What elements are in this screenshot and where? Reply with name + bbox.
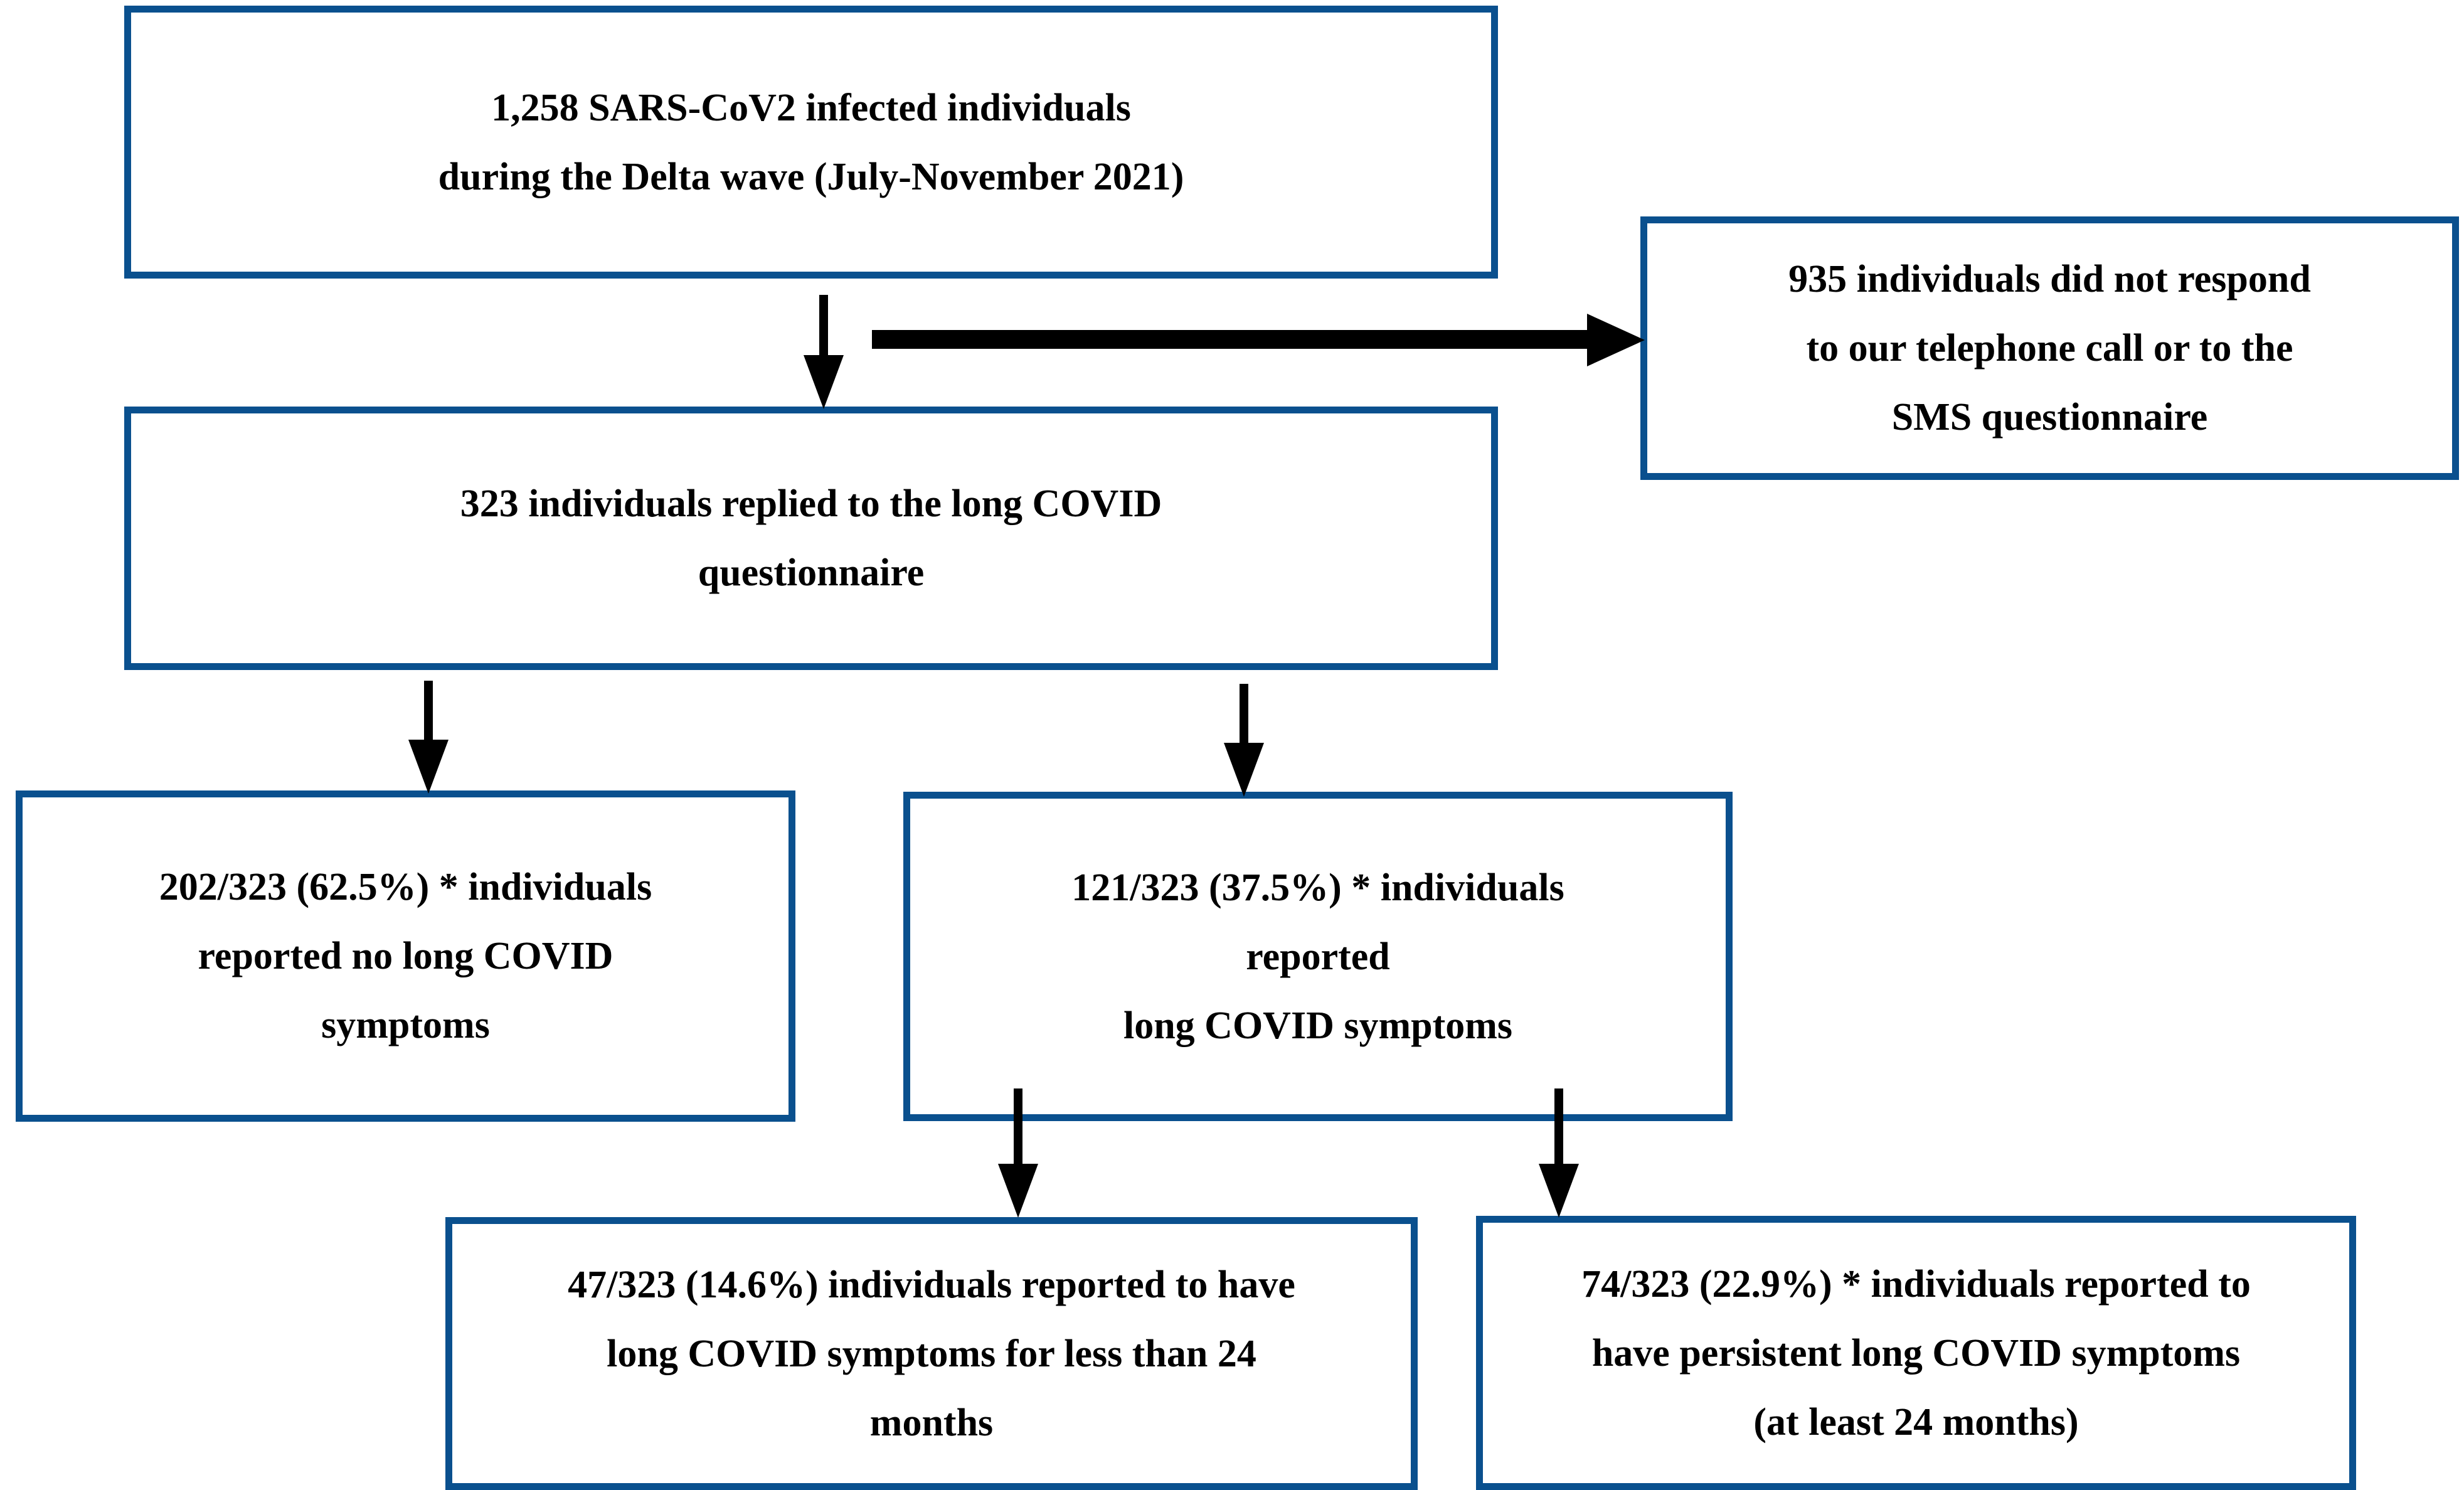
node-cohort: 1,258 SARS-CoV2 infected individuals dur… — [124, 6, 1498, 279]
arrow-head — [1539, 1164, 1579, 1218]
node-responder-line-2: questionnaire — [698, 551, 925, 594]
node-under-24-months-line-2: long COVID symptoms for less than 24 — [607, 1332, 1256, 1375]
node-responder-line-1: 323 individuals replied to the long COVI… — [460, 482, 1162, 525]
node-symptoms-line-3: long COVID symptoms — [1123, 1004, 1513, 1047]
arrow-shaft — [819, 295, 828, 364]
node-responder: 323 individuals replied to the long COVI… — [124, 407, 1498, 670]
arrow-down-icon-cohort-to-responder — [803, 295, 847, 409]
node-symptoms: 121/323 (37.5%) * individuals reported l… — [903, 792, 1733, 1121]
node-no-symptoms-line-3: symptoms — [321, 1004, 490, 1046]
arrow-down-icon-symptoms-to-under-24-months — [997, 1088, 1041, 1220]
arrow-down-icon-responder-to-symptoms — [1223, 684, 1267, 797]
node-persistent-symptoms-line-2: have persistent long COVID symptoms — [1591, 1331, 2241, 1375]
node-nonresponder: 935 individuals did not respond to our t… — [1640, 216, 2459, 480]
arrow-down-icon-symptoms-to-persistent — [1538, 1088, 1582, 1220]
arrow-head — [804, 355, 844, 409]
node-nonresponder-line-2: to our telephone call or to the — [1806, 327, 2293, 370]
node-persistent-symptoms-line-1: 74/323 (22.9%) * individuals reported to — [1581, 1262, 2251, 1306]
node-cohort-line-1: 1,258 SARS-CoV2 infected individuals — [491, 86, 1131, 129]
arrow-right-icon-cohort-to-nonresponder — [872, 314, 1647, 370]
node-under-24-months: 47/323 (14.6%) individuals reported to h… — [445, 1217, 1418, 1490]
node-persistent-symptoms-line-3: (at least 24 months) — [1753, 1400, 2079, 1444]
node-under-24-months-line-3: months — [869, 1401, 994, 1444]
arrow-head — [998, 1164, 1038, 1218]
arrow-shaft — [1554, 1088, 1563, 1174]
node-persistent-symptoms: 74/323 (22.9%) * individuals reported to… — [1476, 1216, 2356, 1490]
node-symptoms-line-1: 121/323 (37.5%) * individuals — [1071, 866, 1564, 909]
node-symptoms-line-2: reported — [1246, 935, 1390, 978]
arrow-shaft — [1240, 684, 1248, 752]
node-nonresponder-line-1: 935 individuals did not respond — [1788, 258, 2311, 301]
arrow-head — [1224, 743, 1264, 797]
node-nonresponder-line-3: SMS questionnaire — [1891, 396, 2208, 439]
node-no-symptoms-line-1: 202/323 (62.5%) * individuals — [159, 866, 652, 908]
arrow-head — [408, 740, 449, 794]
arrow-shaft — [424, 681, 433, 748]
arrow-down-icon-responder-to-no-symptoms — [408, 681, 452, 794]
arrow-head — [1587, 314, 1645, 366]
node-no-symptoms: 202/323 (62.5%) * individuals reported n… — [16, 790, 795, 1122]
node-under-24-months-line-1: 47/323 (14.6%) individuals reported to h… — [568, 1263, 1295, 1306]
arrow-shaft — [1014, 1088, 1022, 1174]
node-no-symptoms-line-2: reported no long COVID — [198, 935, 613, 977]
arrow-shaft — [872, 330, 1593, 349]
node-cohort-line-2: during the Delta wave (July-November 202… — [438, 155, 1184, 198]
